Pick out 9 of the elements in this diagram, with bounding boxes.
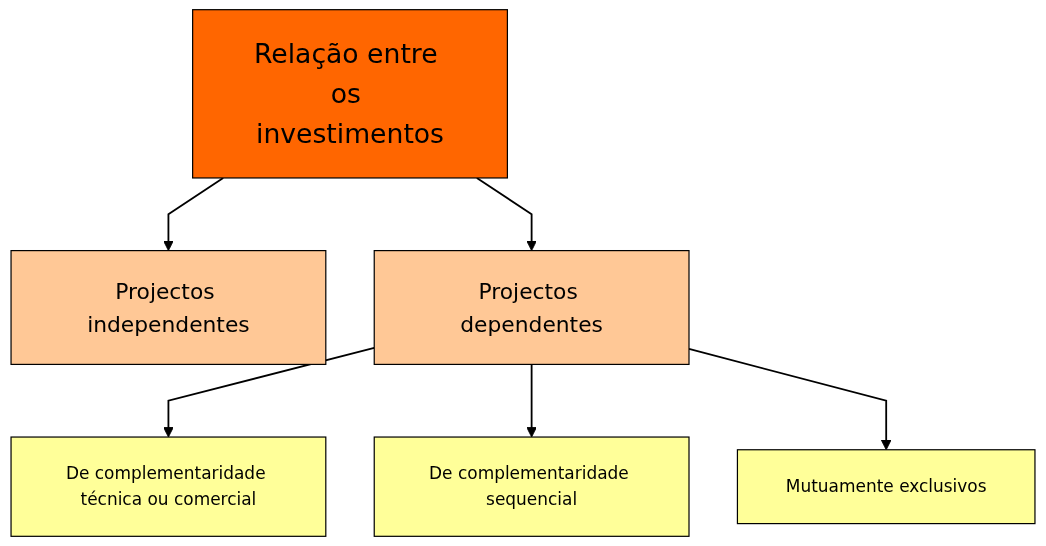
- node-box: Mutuamente exclusivos: [736, 449, 1036, 525]
- arrow: [526, 363, 537, 438]
- node-box: Projectos dependentes: [373, 250, 690, 365]
- node-box: De complementaridade sequencial: [373, 436, 690, 537]
- node-box: De complementaridade técnica ou comercial: [10, 436, 327, 537]
- arrow: [475, 177, 537, 252]
- node-box: Relação entre os investimentos: [192, 9, 508, 179]
- arrow: [163, 177, 225, 252]
- node-box: Projectos independentes: [10, 250, 327, 365]
